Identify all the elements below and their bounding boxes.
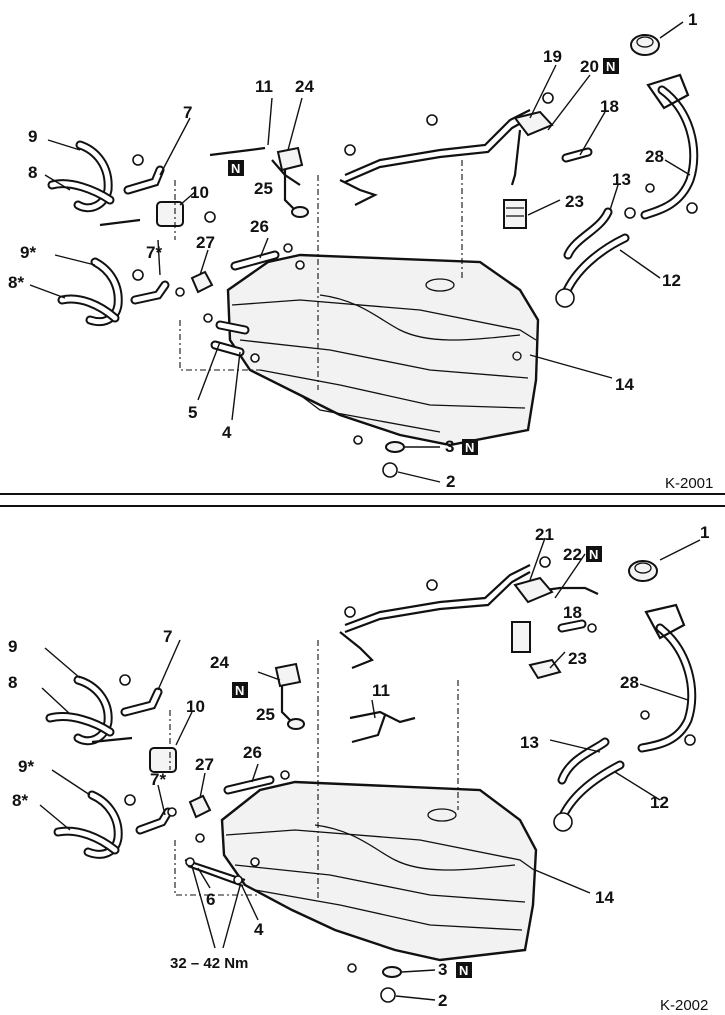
vent-hoses-left bbox=[45, 675, 173, 859]
new-part-marker-25 bbox=[232, 682, 248, 698]
filler-hoses bbox=[555, 207, 636, 308]
label-24: 24 bbox=[295, 77, 314, 96]
svg-text:N: N bbox=[465, 440, 474, 455]
panel-k2001: 1 11 24 7 9 8 10 25 26 27 7* 9* 8* 5 4 1… bbox=[8, 10, 713, 492]
label-14: 14 bbox=[595, 888, 614, 907]
clip-27 bbox=[188, 794, 212, 819]
label-23: 23 bbox=[568, 649, 587, 668]
label-22: 22 bbox=[563, 545, 582, 564]
label-20: 20 bbox=[580, 57, 599, 76]
bolt-2 bbox=[382, 462, 398, 478]
label-5: 5 bbox=[188, 403, 197, 422]
svg-text:N: N bbox=[231, 161, 240, 176]
new-part-marker-20 bbox=[603, 58, 619, 74]
filler-cap bbox=[630, 34, 660, 56]
label-3: 3 bbox=[445, 437, 454, 456]
washer-3 bbox=[382, 966, 402, 978]
fuel-lines bbox=[271, 109, 531, 206]
label-8-star: 8* bbox=[8, 273, 24, 292]
filler-cap bbox=[628, 560, 658, 582]
label-7: 7 bbox=[183, 103, 192, 122]
label-23: 23 bbox=[565, 192, 584, 211]
label-11: 11 bbox=[372, 681, 390, 700]
label-27: 27 bbox=[196, 233, 215, 252]
label-11: 11 bbox=[255, 77, 273, 96]
label-10: 10 bbox=[186, 697, 205, 716]
new-part-marker-22 bbox=[586, 546, 602, 562]
fuel-sender-unit bbox=[511, 576, 562, 680]
label-7-star: 7* bbox=[146, 243, 162, 262]
hose-26 bbox=[230, 250, 280, 271]
label-6: 6 bbox=[206, 890, 215, 909]
new-part-marker-11 bbox=[228, 160, 244, 176]
label-9: 9 bbox=[8, 637, 17, 656]
label-9-star: 9* bbox=[20, 243, 36, 262]
label-19: 19 bbox=[543, 47, 562, 66]
label-2: 2 bbox=[446, 472, 455, 491]
label-9: 9 bbox=[28, 127, 37, 146]
svg-text:N: N bbox=[459, 963, 468, 978]
new-part-marker-3 bbox=[462, 439, 478, 455]
tank-straps bbox=[184, 857, 246, 888]
label-7-star: 7* bbox=[150, 770, 166, 789]
label-18: 18 bbox=[600, 97, 619, 116]
label-4: 4 bbox=[254, 920, 264, 939]
filler-neck bbox=[637, 603, 697, 753]
vent-valve bbox=[91, 736, 177, 773]
washer-3 bbox=[385, 441, 405, 453]
connector-24-25 bbox=[276, 146, 309, 218]
label-27: 27 bbox=[195, 755, 214, 774]
clip-27 bbox=[190, 270, 214, 294]
fuel-lines bbox=[339, 564, 599, 670]
label-18: 18 bbox=[563, 603, 582, 622]
new-part-marker-3 bbox=[456, 962, 472, 978]
filler-hoses bbox=[553, 737, 625, 832]
label-9-star: 9* bbox=[18, 757, 34, 776]
filler-neck bbox=[640, 73, 699, 220]
label-21: 21 bbox=[535, 525, 554, 544]
small-clips bbox=[132, 92, 655, 445]
fuel-tank bbox=[220, 780, 538, 962]
label-13: 13 bbox=[520, 733, 539, 752]
label-10: 10 bbox=[190, 183, 209, 202]
label-4: 4 bbox=[222, 423, 232, 442]
fuel-tank bbox=[226, 253, 540, 447]
vent-hoses-left bbox=[47, 140, 170, 327]
figure-code: K-2001 bbox=[665, 475, 713, 492]
small-clips bbox=[119, 556, 650, 973]
label-26: 26 bbox=[243, 743, 262, 762]
torque-spec: 32 – 42 Nm bbox=[170, 955, 248, 972]
label-12: 12 bbox=[662, 271, 681, 290]
label-26: 26 bbox=[250, 217, 269, 236]
label-1: 1 bbox=[688, 10, 697, 29]
figure-code: K-2002 bbox=[660, 997, 708, 1014]
label-28: 28 bbox=[620, 673, 639, 692]
label-14: 14 bbox=[615, 375, 634, 394]
svg-text:N: N bbox=[589, 547, 598, 562]
wire-11 bbox=[349, 710, 416, 744]
wire-11 bbox=[209, 146, 266, 157]
label-12: 12 bbox=[650, 793, 669, 812]
hose-26 bbox=[223, 775, 275, 795]
label-28: 28 bbox=[645, 147, 664, 166]
svg-text:N: N bbox=[235, 683, 244, 698]
bolt-2 bbox=[380, 987, 396, 1003]
label-3: 3 bbox=[438, 960, 447, 979]
vent-valve bbox=[99, 201, 216, 227]
label-2: 2 bbox=[438, 991, 447, 1010]
connector-24-25 bbox=[274, 662, 305, 730]
label-8: 8 bbox=[8, 673, 17, 692]
label-8-star: 8* bbox=[12, 791, 28, 810]
label-24: 24 bbox=[210, 653, 229, 672]
label-7: 7 bbox=[163, 627, 172, 646]
label-8: 8 bbox=[28, 163, 37, 182]
svg-text:N: N bbox=[606, 59, 615, 74]
label-25: 25 bbox=[256, 705, 275, 724]
label-1: 1 bbox=[700, 523, 709, 542]
label-13: 13 bbox=[612, 170, 631, 189]
label-25: 25 bbox=[254, 179, 273, 198]
panel-k2002: 1 7 9 8 24 N 25 10 11 26 27 7* 9* 8* 6 4… bbox=[8, 523, 709, 1014]
